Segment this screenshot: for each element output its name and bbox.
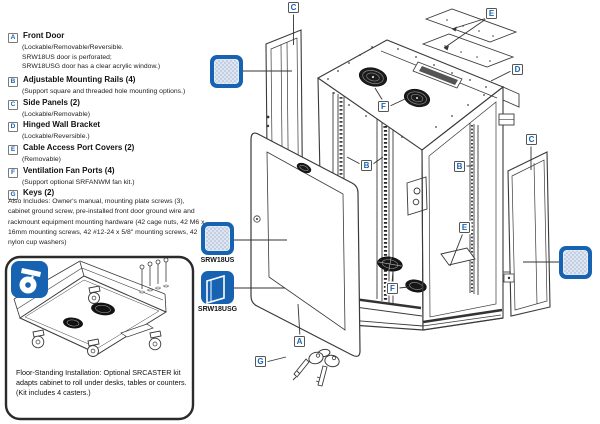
perforated-side-panel-icon (559, 246, 592, 279)
zoom-icon-leader-lines (234, 70, 559, 289)
perforated-door-icon (201, 222, 234, 255)
cabinet-right-face (421, 85, 504, 331)
caster-icon (11, 261, 48, 298)
legend-subline: (Lockable/Removable) (22, 111, 91, 118)
legend-subline: (Support square and threaded hole mounti… (22, 88, 186, 95)
callout-c-left-panel: C (288, 2, 299, 13)
callout-b-rails-left: B (361, 160, 372, 171)
perforated-door-icon-label: SRW18US (200, 257, 235, 264)
mounting-rails (332, 92, 479, 314)
legend-title: Front Door (23, 31, 65, 40)
legend-item-front-door: A Front Door (Lockable/Removable/Reversib… (8, 25, 160, 72)
legend-item-fan-ports: F Ventilation Fan Ports (4) (Support opti… (8, 160, 135, 188)
glass-door-icon-label: SRW18USG (197, 306, 238, 313)
callout-g-keys: G (255, 356, 266, 367)
cable-port-covers-illustration (421, 8, 518, 68)
legend-item-keys: G Keys (2) (8, 182, 54, 200)
legend-key-f: F (8, 168, 18, 178)
legend-subline: (Lockable/Reversible.) (22, 133, 90, 140)
legend-key-g: G (8, 190, 18, 200)
right-side-panel-illustration (503, 151, 551, 317)
legend-item-side-panels: C Side Panels (2) (Lockable/Removable) (8, 92, 90, 120)
floor-standing-text: Floor-Standing Installation: Optional SR… (16, 368, 187, 398)
callout-c-right-panel: C (526, 134, 537, 145)
legend-item-mounting-rails: B Adjustable Mounting Rails (4) (Support … (8, 69, 185, 97)
screw-dots (327, 46, 487, 138)
callout-d-wall-bracket: D (512, 64, 523, 75)
callout-e-floor-port: E (459, 222, 470, 233)
callout-f-bottom-fans: F (387, 283, 398, 294)
callout-leader-lines (265, 13, 532, 363)
bottom-fan-ports (377, 256, 427, 293)
cabinet-illustration (316, 39, 520, 331)
legend-subline: SRW18USG door has a clear acrylic window… (22, 63, 161, 71)
legend-subline: (Support optional SRFANWM fan kit.) (22, 179, 135, 186)
floor-cable-port (440, 247, 476, 266)
legend-item-port-covers: E Cable Access Port Covers (2) (Removable… (8, 137, 134, 165)
legend-key-c: C (8, 100, 18, 110)
callout-f-top-fans: F (378, 101, 389, 112)
legend-title: Cable Access Port Covers (2) (23, 143, 135, 152)
legend-subline: (Removable) (22, 156, 61, 163)
also-includes-text: Also Includes: Owner's manual, mounting … (8, 198, 205, 247)
legend-key-a: A (8, 33, 18, 43)
legend-title: Adjustable Mounting Rails (4) (23, 75, 136, 84)
legend-item-wall-bracket: D Hinged Wall Bracket (Lockable/Reversibl… (8, 114, 100, 142)
caster-screws (139, 257, 169, 294)
legend-title: Ventilation Fan Ports (4) (23, 166, 115, 175)
keys-illustration (292, 348, 340, 387)
legend-subline: (Lockable/Removable/Reversible. (22, 44, 124, 51)
top-fan-ports (358, 67, 431, 108)
legend-key-e: E (8, 145, 18, 155)
legend-title: Keys (2) (23, 188, 55, 197)
callout-a-front-door: A (294, 336, 305, 347)
callout-b-rails-right: B (454, 161, 465, 172)
legend-title: Hinged Wall Bracket (23, 120, 101, 129)
hinged-wall-bracket (502, 86, 520, 108)
casters (31, 285, 162, 357)
front-door-illustration (250, 132, 361, 357)
perforated-panel-icon (210, 55, 243, 88)
callout-e-port-covers: E (486, 8, 497, 19)
door-lock (296, 162, 312, 174)
legend-key-b: B (8, 77, 18, 87)
legend-key-d: D (8, 122, 18, 132)
legend-subline: SRW18US door is perforated; (22, 53, 112, 61)
glass-door-icon (201, 271, 234, 305)
legend-title: Side Panels (2) (23, 98, 80, 107)
floor-standing-panel (4, 255, 195, 421)
